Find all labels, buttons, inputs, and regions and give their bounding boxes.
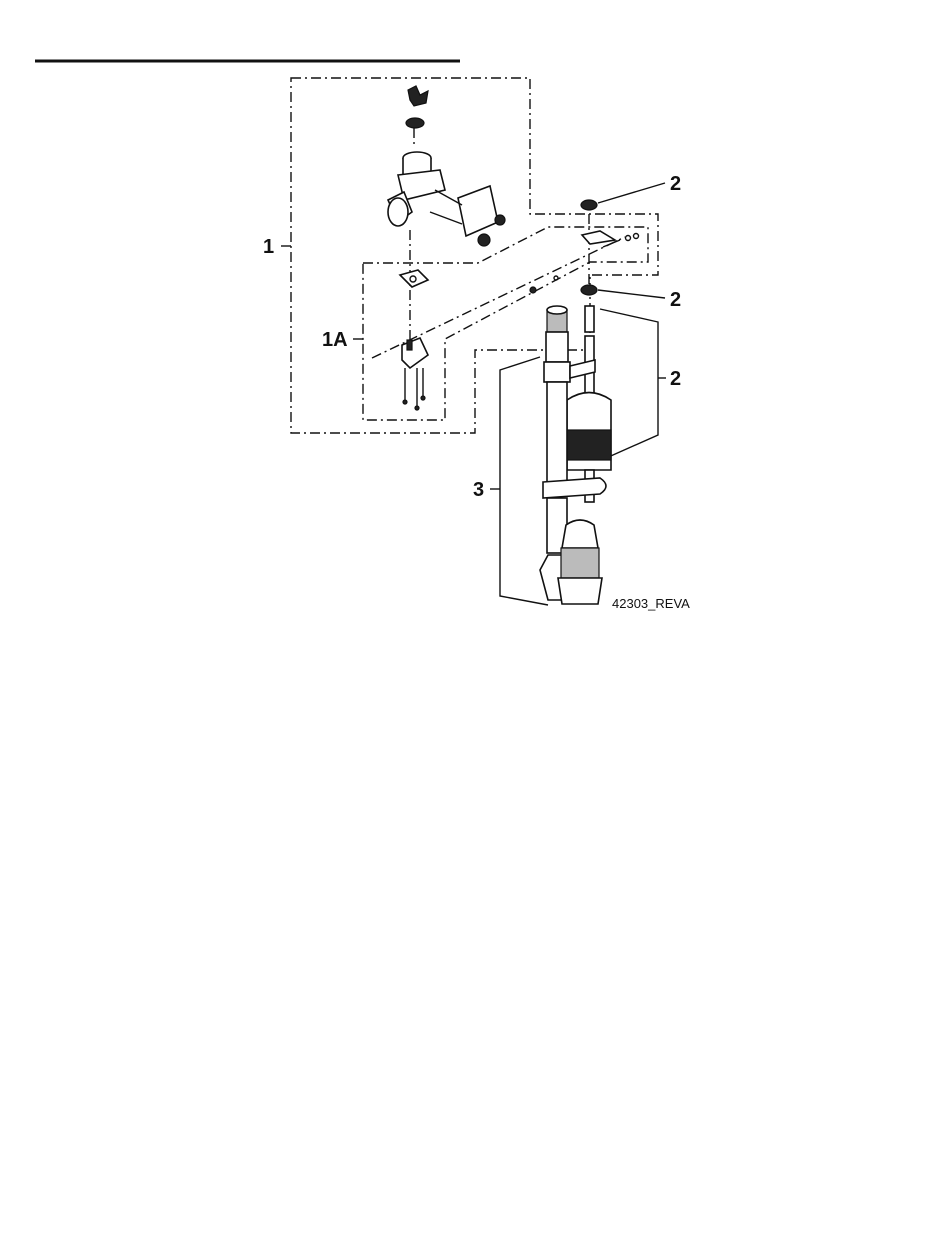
upper-bracket-part (388, 152, 505, 246)
leader-2-mid (598, 290, 665, 298)
assembly-1-outline (291, 78, 658, 433)
clip-bracket-part (402, 338, 428, 410)
callout-1a: 1A (322, 329, 348, 351)
float-switch-part (567, 306, 611, 502)
callout-2-low: 2 (670, 368, 681, 390)
callout-1: 1 (263, 236, 274, 258)
mount-plate-part (400, 270, 428, 287)
washer-part (406, 118, 424, 128)
leader-2-top (598, 183, 665, 203)
wing-nut-part (408, 86, 428, 106)
figure-code: 42303_REVA (612, 596, 690, 611)
rubber-washer-mid (581, 285, 597, 295)
assembly-1a-outline (363, 227, 648, 420)
rubber-washer-top (581, 200, 597, 210)
callout-3: 3 (473, 479, 484, 501)
callout-2-mid: 2 (670, 289, 681, 311)
callout-2-top: 2 (670, 173, 681, 195)
